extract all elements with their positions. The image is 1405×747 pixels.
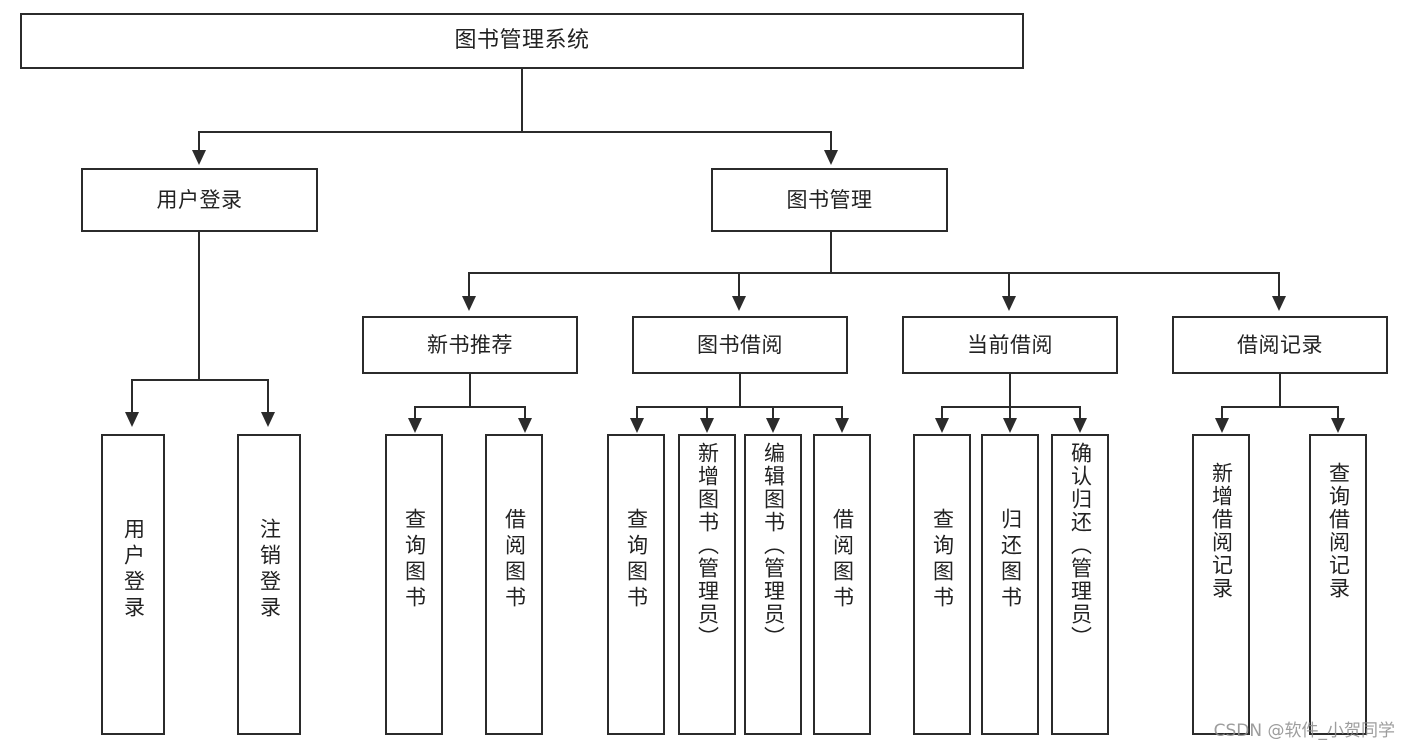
edge-bb-bus: [636, 406, 842, 408]
edge-bb-c2: [706, 406, 708, 420]
node-leaf-user-login[interactable]: 用户登录: [101, 434, 165, 735]
edge-bb-c4: [841, 406, 843, 420]
edge-root-stem: [521, 69, 523, 132]
node-leaf-add-book[interactable]: 新增图书（管理员）: [678, 434, 736, 735]
arrow-to-leaf-query-book-2: [630, 418, 644, 433]
edge-cb-stem: [1009, 374, 1011, 407]
edge-nbr-left: [414, 406, 416, 420]
node-user-login[interactable]: 用户登录: [81, 168, 318, 232]
node-leaf-return-book[interactable]: 归还图书: [981, 434, 1039, 735]
node-root-book-management-system[interactable]: 图书管理系统: [20, 13, 1024, 69]
arrow-to-new-book-recommend: [462, 296, 476, 311]
node-book-borrow[interactable]: 图书借阅: [632, 316, 848, 374]
node-leaf-query-book-3[interactable]: 查询图书: [913, 434, 971, 735]
edge-bm-to-borrow-record: [1278, 272, 1280, 298]
node-label: 查询图书: [930, 508, 955, 612]
node-borrow-record[interactable]: 借阅记录: [1172, 316, 1388, 374]
edge-bb-c3: [772, 406, 774, 420]
edge-br-right: [1337, 406, 1339, 420]
node-label: 确认归还（管理员）: [1068, 442, 1093, 649]
arrow-to-leaf-user-login: [125, 412, 139, 427]
edge-cb-c1: [941, 406, 943, 420]
node-leaf-confirm-return[interactable]: 确认归还（管理员）: [1051, 434, 1109, 735]
edge-user-login-bus: [131, 379, 268, 381]
edge-nbr-right: [524, 406, 526, 420]
edge-user-login-stem: [198, 232, 200, 380]
node-new-book-recommend[interactable]: 新书推荐: [362, 316, 578, 374]
edge-user-login-left: [131, 379, 133, 415]
node-leaf-query-book-2[interactable]: 查询图书: [607, 434, 665, 735]
edge-cb-c3: [1079, 406, 1081, 420]
node-label: 新书推荐: [427, 332, 513, 357]
edge-book-manage-bus: [468, 272, 1280, 274]
node-label: 借阅图书: [830, 508, 855, 612]
edge-bm-to-book-borrow: [738, 272, 740, 298]
edge-br-left: [1221, 406, 1223, 420]
node-leaf-query-record[interactable]: 查询借阅记录: [1309, 434, 1367, 735]
node-leaf-query-book-1[interactable]: 查询图书: [385, 434, 443, 735]
node-label: 查询图书: [402, 508, 427, 612]
node-label: 注销登录: [257, 518, 282, 622]
arrow-to-book-manage: [824, 150, 838, 165]
arrow-to-leaf-query-book-1: [408, 418, 422, 433]
arrow-to-book-borrow: [732, 296, 746, 311]
arrow-to-leaf-return-book: [1003, 418, 1017, 433]
edge-bm-to-new-book: [468, 272, 470, 298]
node-label: 借阅记录: [1237, 332, 1323, 357]
arrow-to-leaf-user-logout: [261, 412, 275, 427]
edge-root-to-book-manage: [830, 131, 832, 153]
edge-br-stem: [1279, 374, 1281, 407]
csdn-watermark: CSDN @软件_小贺同学: [1213, 721, 1395, 741]
node-leaf-edit-book[interactable]: 编辑图书（管理员）: [744, 434, 802, 735]
edge-nbr-stem: [469, 374, 471, 407]
node-leaf-user-logout[interactable]: 注销登录: [237, 434, 301, 735]
node-label: 新增图书（管理员）: [695, 442, 720, 649]
arrow-to-leaf-add-book: [700, 418, 714, 433]
node-label: 归还图书: [998, 508, 1023, 612]
node-label: 用户登录: [156, 187, 243, 212]
node-leaf-borrow-book-1[interactable]: 借阅图书: [485, 434, 543, 735]
arrow-to-user-login: [192, 150, 206, 165]
node-book-manage[interactable]: 图书管理: [711, 168, 948, 232]
edge-root-to-user-login: [198, 131, 200, 153]
node-label: 图书管理系统: [454, 27, 590, 53]
node-label: 查询借阅记录: [1326, 462, 1351, 600]
arrow-to-leaf-add-record: [1215, 418, 1229, 433]
node-label: 图书借阅: [697, 332, 783, 357]
edge-root-bus: [198, 131, 832, 133]
node-current-borrow[interactable]: 当前借阅: [902, 316, 1118, 374]
arrow-to-leaf-edit-book: [766, 418, 780, 433]
arrow-to-leaf-confirm-return: [1073, 418, 1087, 433]
edge-book-manage-stem: [830, 232, 832, 273]
arrow-to-current-borrow: [1002, 296, 1016, 311]
edge-user-login-right: [267, 379, 269, 415]
arrow-to-leaf-borrow-book-2: [835, 418, 849, 433]
node-label: 用户登录: [121, 518, 146, 622]
arrow-to-borrow-record: [1272, 296, 1286, 311]
edge-bm-to-current-borrow: [1008, 272, 1010, 298]
node-label: 当前借阅: [967, 332, 1053, 357]
node-label: 查询图书: [624, 508, 649, 612]
edge-bb-stem: [739, 374, 741, 407]
arrow-to-leaf-borrow-book-1: [518, 418, 532, 433]
edge-nbr-bus: [414, 406, 526, 408]
node-label: 编辑图书（管理员）: [761, 442, 786, 649]
node-leaf-borrow-book-2[interactable]: 借阅图书: [813, 434, 871, 735]
edge-br-bus: [1221, 406, 1339, 408]
node-leaf-add-record[interactable]: 新增借阅记录: [1192, 434, 1250, 735]
node-label: 新增借阅记录: [1209, 462, 1234, 600]
edge-cb-bus: [941, 406, 1081, 408]
edge-bb-c1: [636, 406, 638, 420]
node-label: 图书管理: [786, 187, 873, 212]
node-label: 借阅图书: [502, 508, 527, 612]
arrow-to-leaf-query-book-3: [935, 418, 949, 433]
arrow-to-leaf-query-record: [1331, 418, 1345, 433]
edge-cb-c2: [1009, 406, 1011, 420]
